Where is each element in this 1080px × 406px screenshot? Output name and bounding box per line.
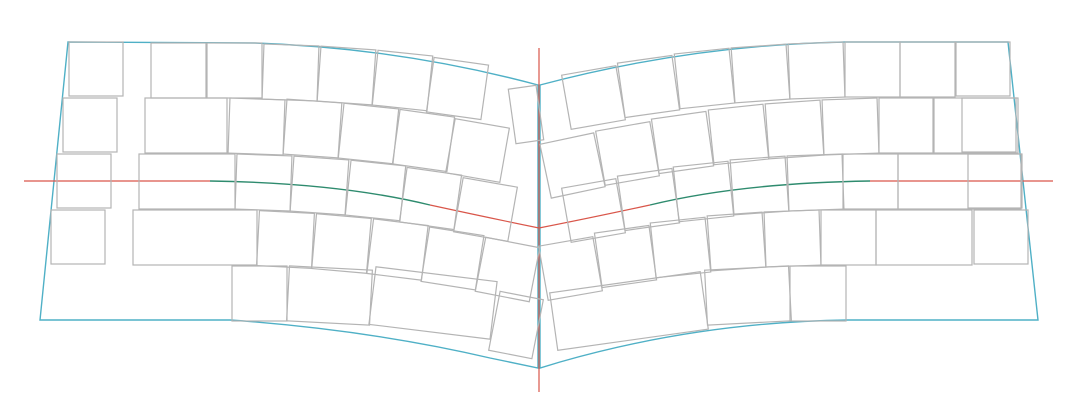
key-right-16 xyxy=(707,103,770,166)
key-right-25 xyxy=(616,167,681,232)
key-left-14 xyxy=(337,102,400,165)
key-right-12 xyxy=(932,97,1019,154)
right-half-keys xyxy=(537,41,1029,351)
key-right-26 xyxy=(560,177,627,244)
key-left-7 xyxy=(261,43,320,102)
key-left-33 xyxy=(487,290,545,360)
key-left-29 xyxy=(474,236,541,303)
right-curvature-arc xyxy=(649,180,871,206)
key-left-4 xyxy=(50,209,106,265)
key-left-13 xyxy=(282,98,343,159)
key-left-11 xyxy=(144,97,228,154)
key-left-24 xyxy=(132,209,258,266)
curvature-arcs xyxy=(209,180,871,206)
key-left-12 xyxy=(227,97,286,156)
key-left-23 xyxy=(452,176,519,243)
key-left-6 xyxy=(206,42,263,99)
key-right-33 xyxy=(537,235,604,302)
key-right-14 xyxy=(821,97,880,156)
key-right-15 xyxy=(764,99,825,160)
key-left-22 xyxy=(398,166,463,231)
key-right-4 xyxy=(973,209,1029,265)
key-left-30 xyxy=(231,265,288,322)
key-right-34 xyxy=(789,265,847,322)
key-left-1 xyxy=(68,41,124,97)
key-left-31 xyxy=(285,265,374,326)
left-curvature-arc xyxy=(209,180,431,206)
key-right-29 xyxy=(763,209,822,268)
key-left-18 xyxy=(138,153,236,210)
key-right-32 xyxy=(593,224,658,289)
key-right-19 xyxy=(539,132,606,199)
case-outline xyxy=(39,41,1039,369)
key-left-15 xyxy=(391,108,456,173)
key-left-16 xyxy=(444,117,511,184)
key-right-31 xyxy=(649,216,712,279)
key-left-27 xyxy=(366,218,429,281)
key-left-32 xyxy=(368,266,498,340)
key-right-17 xyxy=(650,110,715,175)
key-right-9 xyxy=(673,47,736,110)
key-left-26 xyxy=(311,213,372,274)
key-right-7 xyxy=(787,41,846,100)
key-right-27 xyxy=(875,209,973,266)
key-right-10 xyxy=(616,54,681,119)
key-left-19 xyxy=(234,153,293,212)
key-right-8 xyxy=(730,43,791,104)
key-right-23 xyxy=(729,155,790,216)
key-left-17 xyxy=(507,84,545,145)
key-right-2 xyxy=(961,97,1017,153)
key-right-5 xyxy=(899,41,956,98)
key-right-28 xyxy=(820,209,877,266)
key-right-35 xyxy=(703,265,793,326)
key-right-1 xyxy=(955,41,1011,97)
key-left-25 xyxy=(255,209,316,270)
left-half-keys xyxy=(50,41,545,360)
key-left-8 xyxy=(316,45,377,106)
key-left-20 xyxy=(289,155,350,216)
key-right-30 xyxy=(706,211,767,272)
right-case-outline xyxy=(539,41,1039,369)
key-left-5 xyxy=(150,42,207,99)
key-right-13 xyxy=(878,97,935,154)
key-left-28 xyxy=(420,226,485,291)
key-right-11 xyxy=(560,64,627,131)
center-v-left xyxy=(429,204,540,229)
key-left-10 xyxy=(425,56,490,121)
left-case-outline xyxy=(39,41,539,369)
center-v-right xyxy=(538,204,651,229)
key-right-6 xyxy=(844,41,901,98)
key-right-36 xyxy=(549,271,709,351)
key-right-18 xyxy=(594,120,661,187)
key-left-2 xyxy=(62,97,118,153)
key-left-3 xyxy=(56,153,112,209)
